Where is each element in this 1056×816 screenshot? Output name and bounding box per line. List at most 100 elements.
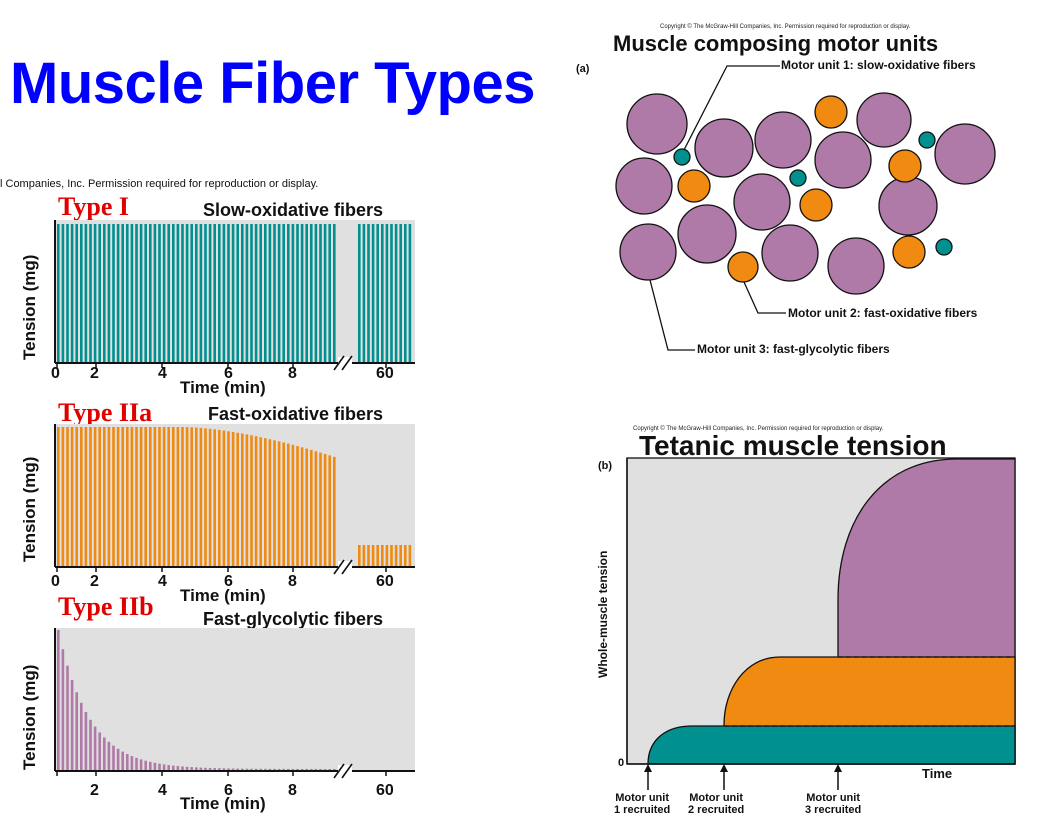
fast-oxidative-fiber — [799, 188, 833, 222]
twitch-bar — [250, 768, 253, 771]
twitch-bar — [245, 224, 249, 363]
twitch-bar — [333, 224, 336, 363]
twitch-bar — [323, 224, 327, 363]
fast-oxidative-fiber — [892, 235, 926, 269]
fast-oxidative-fiber — [888, 149, 922, 183]
twitch-bar — [399, 545, 402, 567]
twitch-bar — [185, 766, 189, 771]
twitch-bar — [208, 428, 212, 567]
twitch-bar — [57, 224, 60, 363]
twitch-bar — [236, 224, 239, 363]
twitch-bar — [149, 427, 152, 567]
plot-background — [55, 424, 415, 567]
glycolytic-fiber — [619, 223, 677, 281]
twitch-bar — [61, 427, 65, 567]
twitch-bar — [130, 427, 134, 567]
twitch-bar — [323, 453, 327, 567]
twitch-bar — [167, 427, 170, 567]
twitch-bar — [390, 224, 393, 363]
twitch-bar — [394, 545, 398, 567]
fast-oxidative-fiber — [727, 251, 759, 283]
motor-units-copyright: Copyright © The McGraw-Hill Companies, I… — [660, 24, 911, 30]
glycolytic-fiber — [856, 92, 912, 148]
twitch-bar — [323, 768, 327, 771]
mu3-leader — [649, 279, 695, 351]
twitch-bar — [185, 224, 189, 363]
twitch-bar — [130, 224, 134, 363]
twitch-bar — [245, 434, 249, 567]
tick-label: 6 — [224, 573, 233, 590]
twitch-bar — [362, 545, 366, 567]
twitch-bar — [204, 428, 207, 567]
twitch-bar — [181, 427, 184, 567]
twitch-bar — [144, 760, 147, 771]
twitch-bar — [305, 448, 308, 567]
glycolytic-fiber — [761, 224, 819, 282]
twitch-bar — [190, 767, 193, 771]
recruit-3-line1: Motor unit — [806, 792, 860, 804]
tick-label: 4 — [158, 573, 167, 590]
twitch-bar — [126, 224, 129, 363]
tick-label: 0 — [51, 573, 60, 590]
twitch-bar — [287, 768, 290, 771]
twitch-bar — [213, 429, 216, 567]
twitch-bar — [135, 224, 138, 363]
twitch-bar — [112, 224, 115, 363]
twitch-bar — [390, 545, 393, 567]
twitch-bar — [181, 766, 184, 771]
recruit-arrowhead — [834, 764, 842, 772]
twitch-bar — [300, 224, 304, 363]
twitch-bar — [296, 768, 299, 771]
twitch-bar — [93, 427, 97, 567]
twitch-bar — [381, 224, 384, 363]
twitch-bar — [98, 427, 101, 567]
twitch-bar — [282, 768, 285, 771]
recruit-1-line2: 1 recruited — [614, 804, 671, 816]
twitch-bar — [408, 224, 412, 363]
twitch-bar — [89, 719, 92, 771]
twitch-bar — [236, 768, 239, 771]
mu2-leader — [743, 281, 786, 314]
type-iib-label: Type IIb — [58, 592, 154, 621]
plot-background — [55, 628, 415, 771]
twitch-bar — [61, 649, 65, 771]
twitch-bar — [61, 224, 65, 363]
panel3-xlabel: Time (min) — [180, 794, 266, 813]
twitch-bar — [172, 765, 175, 771]
slow-oxidative-trace — [54, 220, 415, 371]
twitch-bar — [126, 427, 129, 567]
twitch-bar — [227, 431, 230, 567]
twitch-bar — [176, 224, 180, 363]
twitch-bar — [328, 224, 331, 363]
glycolytic-fiber — [814, 131, 872, 189]
twitch-bar — [158, 763, 161, 771]
twitch-bar — [367, 545, 370, 567]
twitch-bar — [149, 761, 152, 771]
twitch-bar — [300, 447, 304, 567]
twitch-bar — [103, 737, 106, 771]
recruit-arrowhead — [720, 764, 728, 772]
twitch-bar — [310, 768, 313, 771]
panel1-xlabel: Time (min) — [180, 378, 266, 397]
twitch-bar — [404, 224, 407, 363]
twitch-bar — [112, 427, 115, 567]
twitch-bar — [268, 224, 272, 363]
twitch-bar — [103, 224, 106, 363]
twitch-bar — [385, 224, 389, 363]
twitch-bar — [231, 224, 235, 363]
twitch-bar — [305, 224, 308, 363]
twitch-bar — [218, 768, 221, 771]
twitch-bar — [195, 224, 198, 363]
twitch-bar — [167, 765, 170, 771]
axis-break-mark — [333, 355, 345, 371]
twitch-bar — [222, 768, 226, 771]
fast-oxidative-trace — [54, 424, 415, 575]
twitch-bar — [158, 224, 161, 363]
panel2-xlabel: Time (min) — [180, 586, 266, 605]
twitch-bar — [135, 757, 138, 771]
twitch-bar — [66, 427, 69, 567]
twitch-bar — [121, 427, 124, 567]
type-iia-label: Type IIa — [58, 398, 153, 427]
